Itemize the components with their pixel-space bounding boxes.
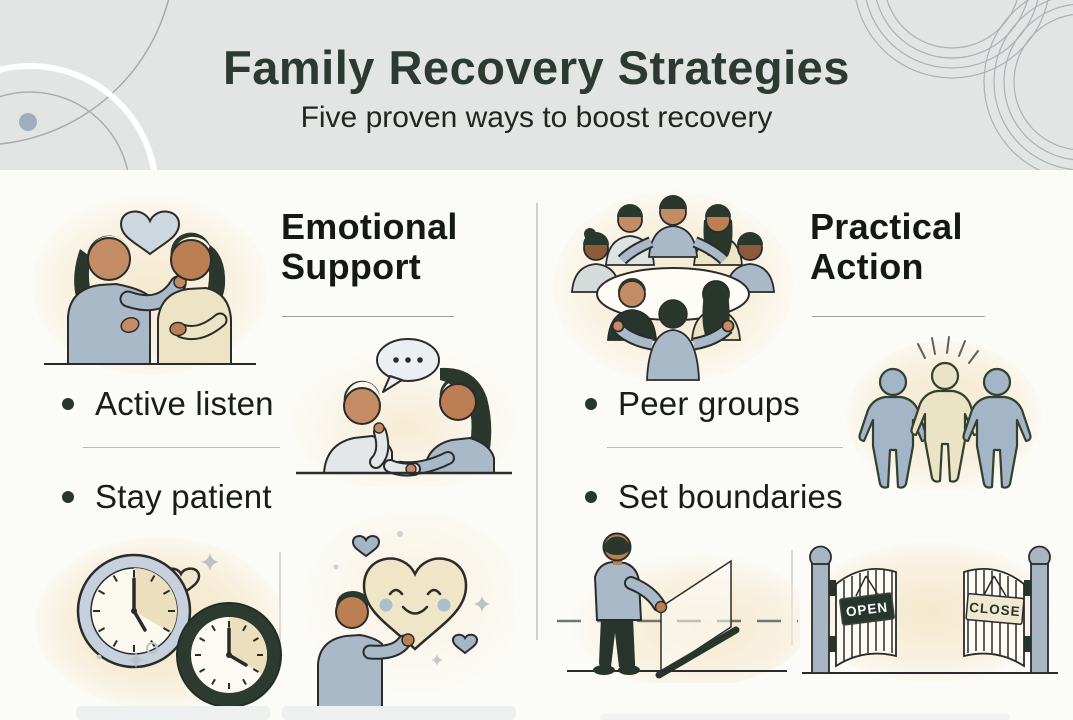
bullet-dot-icon (585, 491, 597, 503)
right-column-heading: Practical Action (810, 207, 963, 287)
bullet-dot-icon (62, 398, 74, 410)
page-subtitle: Five proven ways to boost recovery (300, 101, 773, 134)
bullet-label: Stay patient (95, 478, 272, 515)
left-heading-line1: Emotional (281, 206, 458, 247)
supportive-conversation-icon (292, 338, 516, 487)
open-close-gate-icon: OPEN CLOSE (802, 542, 1058, 682)
close-sign-label: CLOSE (969, 600, 1022, 619)
bullet-set-boundaries: Set boundaries (585, 478, 843, 516)
open-sign-label: OPEN (845, 599, 889, 619)
left-bullet-divider (83, 447, 280, 448)
open-sign: OPEN (839, 592, 895, 626)
bullet-label: Active listen (95, 385, 274, 422)
left-bottom-divider (279, 552, 281, 645)
left-column-heading: Emotional Support (281, 207, 458, 287)
column-divider (536, 203, 538, 640)
ellipsis-dots-icon (393, 357, 423, 363)
bullet-dot-icon (62, 491, 74, 503)
two-clocks-patience-icon (35, 537, 283, 709)
close-sign: CLOSE (965, 593, 1025, 625)
left-heading-underline (282, 316, 454, 317)
page-title: Family Recovery Strategies (223, 41, 850, 94)
bottom-card-ghost (76, 706, 270, 720)
left-heading-line2: Support (281, 246, 422, 287)
bottom-card-ghost (600, 714, 1010, 720)
person-setting-boundary-icon (557, 532, 800, 683)
peer-support-circle-icon (553, 191, 793, 382)
rays-icon (917, 336, 979, 364)
bullet-label: Peer groups (618, 385, 800, 422)
bullet-dot-icon (585, 398, 597, 410)
three-people-holding-hands-icon (847, 336, 1041, 490)
right-heading-underline (812, 316, 985, 317)
right-heading-line2: Action (810, 246, 924, 287)
bottom-card-ghost (282, 706, 516, 720)
bullet-peer-groups: Peer groups (585, 385, 800, 423)
comforting-pair-with-heart-icon (32, 195, 268, 375)
person-offering-smiling-heart-icon (304, 512, 515, 710)
bullet-active-listen: Active listen (62, 385, 274, 423)
right-bullet-divider (607, 447, 843, 448)
bullet-stay-patient: Stay patient (62, 478, 272, 516)
bullet-label: Set boundaries (618, 478, 843, 515)
right-heading-line1: Practical (810, 206, 963, 247)
